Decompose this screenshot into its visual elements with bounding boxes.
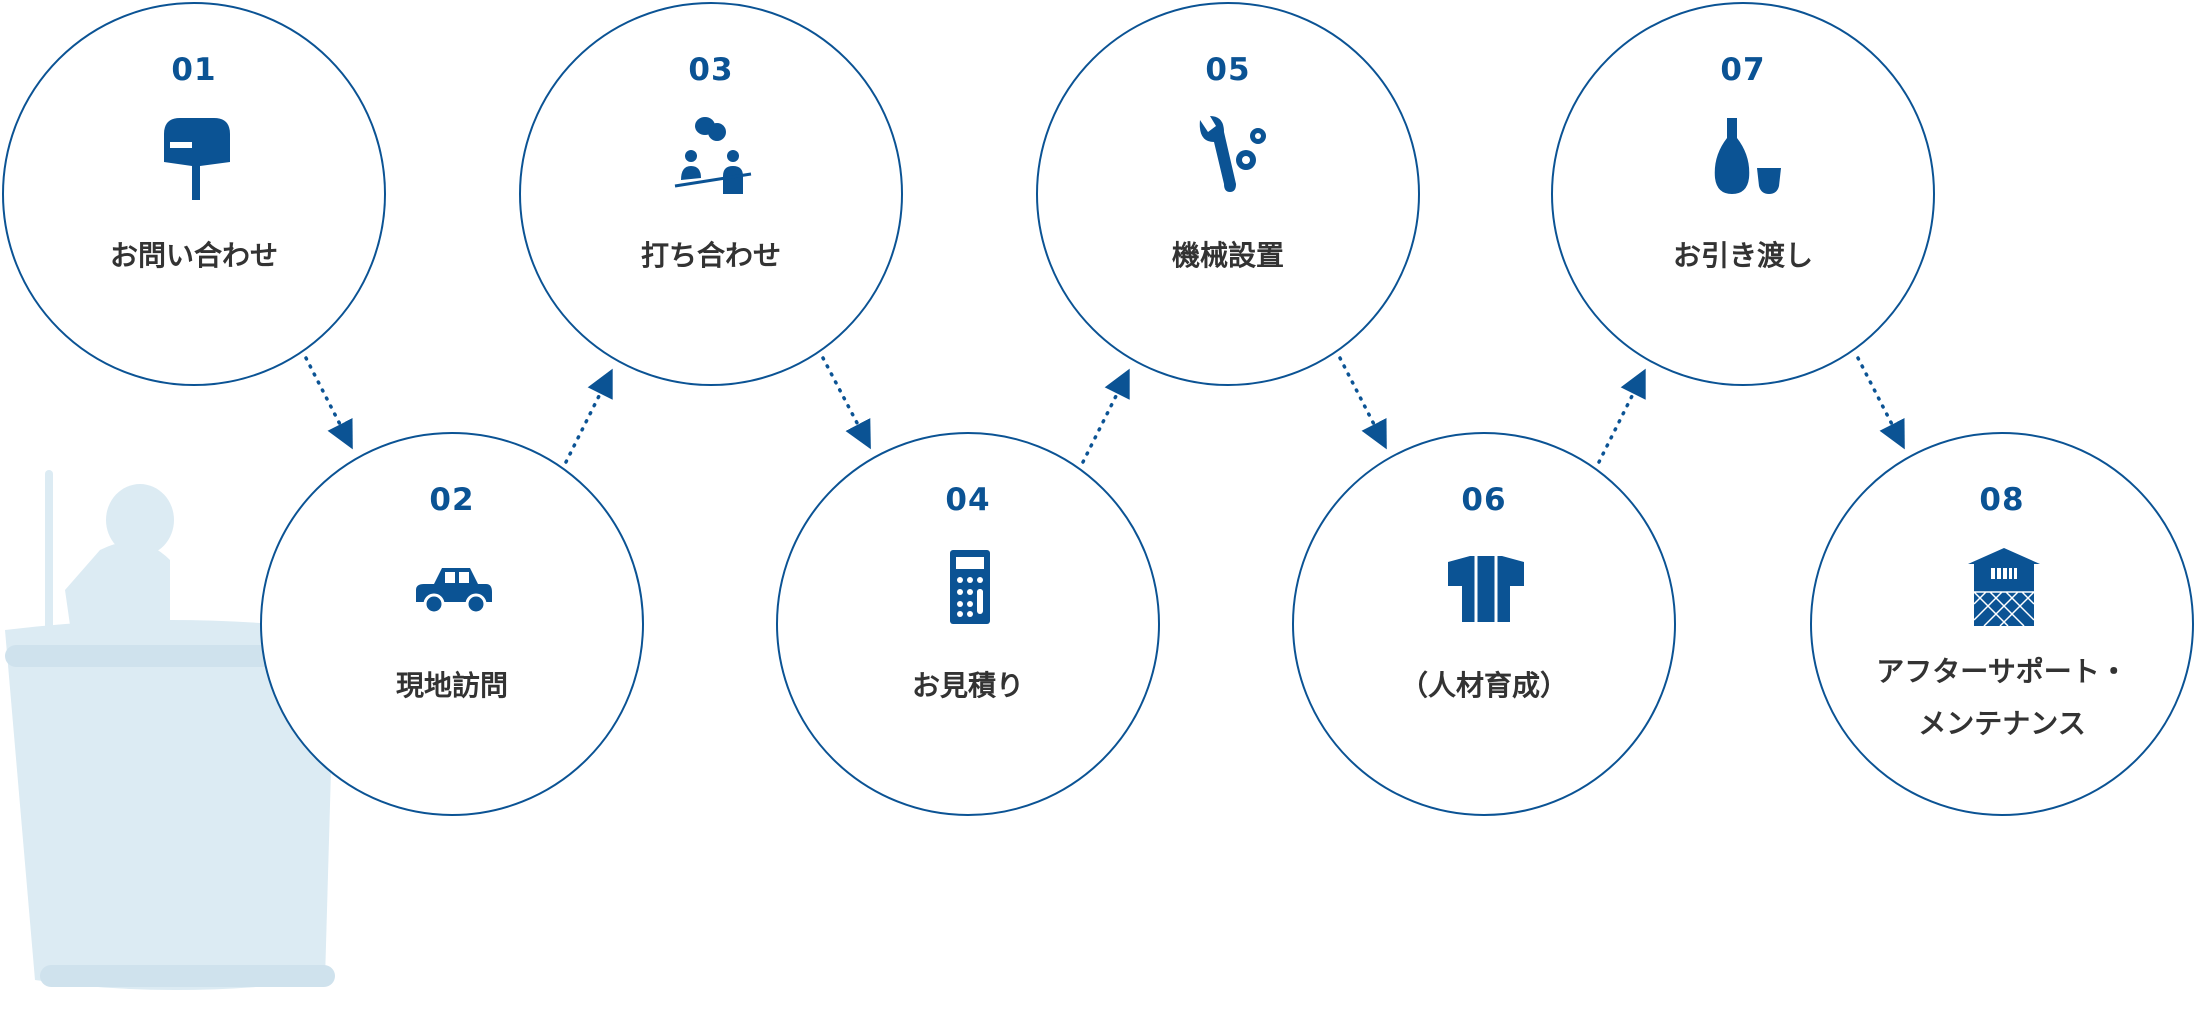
step-07: 07 お引き渡し <box>1551 2 1935 386</box>
step-label: 現地訪問 <box>395 669 508 702</box>
step-03: 03 打ち合わせ <box>519 2 903 386</box>
sake-bottle-icon <box>1714 118 1781 194</box>
step-number: 02 <box>429 482 475 518</box>
step-number: 07 <box>1720 52 1766 88</box>
step-number: 03 <box>688 52 734 88</box>
step-label: 打ち合わせ <box>640 239 781 272</box>
step-label: お問い合わせ <box>109 239 278 272</box>
step-08: 08 アフターサポート・ メンテナンス <box>1810 432 2194 816</box>
step-number: 05 <box>1205 52 1251 88</box>
arrow-02-03 <box>564 368 613 464</box>
car-icon <box>416 568 492 615</box>
meeting-icon <box>674 117 752 194</box>
step-label: お見積り <box>911 669 1024 702</box>
calculator-icon <box>950 550 990 624</box>
step-label: お引き渡し <box>1672 239 1813 272</box>
step-05: 05 機械設置 <box>1036 2 1420 386</box>
step-number: 01 <box>171 52 217 88</box>
step-number: 04 <box>945 482 991 518</box>
step-label-line1: アフターサポート・ <box>1876 655 2128 688</box>
step-number: 06 <box>1461 482 1507 518</box>
wrench-gears-icon <box>1199 116 1266 192</box>
arrow-05-06 <box>1338 356 1387 450</box>
arrow-06-07 <box>1597 368 1646 464</box>
step-label: 機械設置 <box>1171 239 1284 272</box>
happi-coat-icon <box>1448 556 1524 622</box>
arrow-03-04 <box>821 356 871 450</box>
step-label: アフターサポート・ メンテナンス <box>1832 646 2172 750</box>
arrow-07-08 <box>1856 356 1905 450</box>
storehouse-icon <box>1968 548 2040 627</box>
step-label-line2: メンテナンス <box>1918 707 2086 740</box>
step-06: 06 （人材育成） <box>1292 432 1676 816</box>
mailbox-icon <box>164 118 230 200</box>
step-number: 08 <box>1979 482 2025 518</box>
arrow-04-05 <box>1081 368 1130 464</box>
step-04: 04 お見積り <box>776 432 1160 816</box>
step-01: 01 お問い合わせ <box>2 2 386 386</box>
arrow-01-02 <box>304 356 353 450</box>
brewer-barrel-illustration <box>5 470 335 990</box>
step-02: 02 現地訪問 <box>260 432 644 816</box>
step-label: （人材育成） <box>1399 669 1568 702</box>
